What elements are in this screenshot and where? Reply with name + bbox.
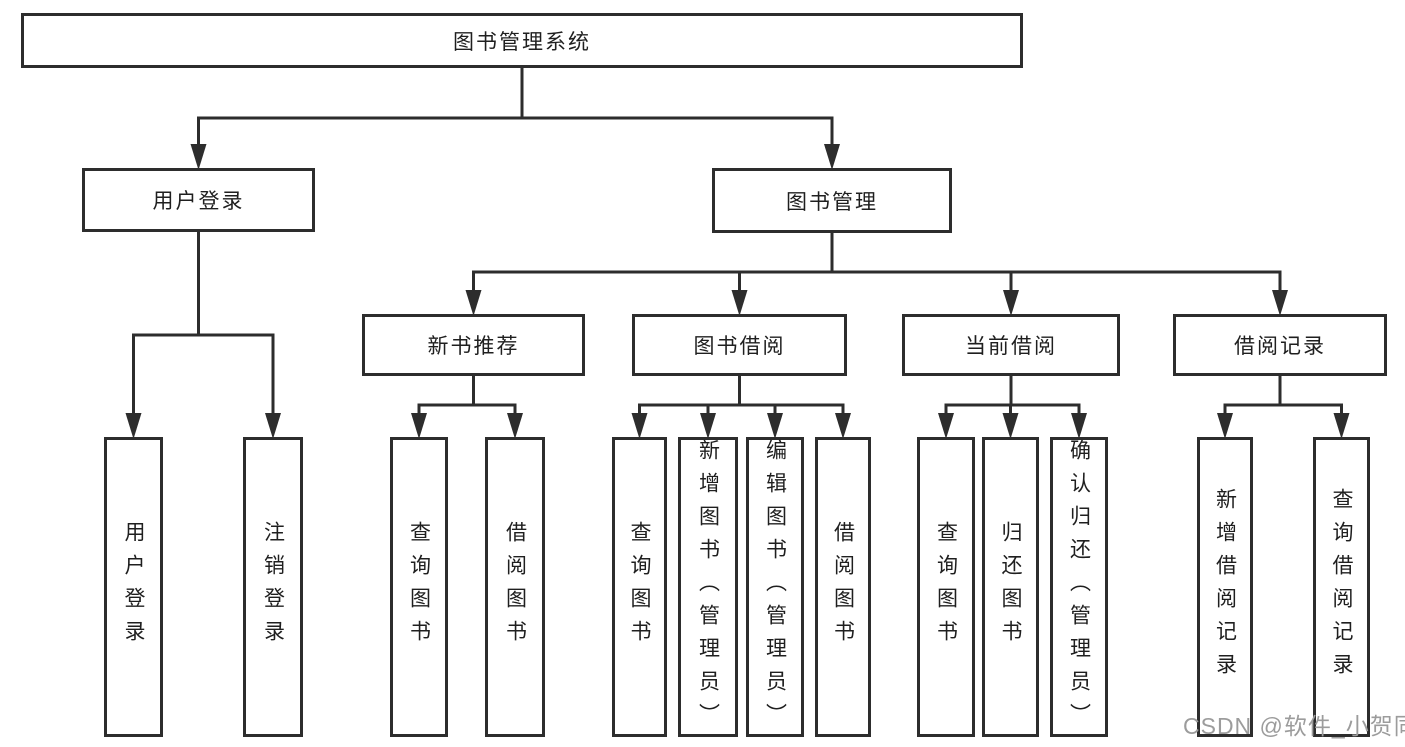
node-label: 新增图书（管理员） bbox=[696, 438, 720, 736]
node-edit-books-admin: 编辑图书（管理员） bbox=[746, 437, 804, 737]
node-label: 新增借阅记录 bbox=[1213, 488, 1237, 686]
node-logout-action: 注销登录 bbox=[243, 437, 303, 737]
node-book-management: 图书管理 bbox=[712, 168, 952, 233]
node-label: 借阅记录 bbox=[1234, 335, 1326, 358]
csdn-watermark: CSDN @软件_小贺同学 bbox=[1183, 713, 1405, 739]
node-label: 图书借阅 bbox=[693, 335, 786, 358]
node-label: 借阅图书 bbox=[831, 521, 855, 653]
node-borrow-books: 借阅图书 bbox=[815, 437, 871, 737]
node-return-books: 归还图书 bbox=[982, 437, 1039, 737]
node-current-borrowing: 当前借阅 bbox=[902, 314, 1120, 376]
node-add-books-admin: 新增图书（管理员） bbox=[678, 437, 738, 737]
node-confirm-return-admin: 确认归还（管理员） bbox=[1050, 437, 1108, 737]
node-query-books-current: 查询图书 bbox=[917, 437, 975, 737]
node-label: 用户登录 bbox=[122, 521, 145, 653]
node-user-login-action: 用户登录 bbox=[104, 437, 163, 737]
node-label: 确认归还（管理员） bbox=[1067, 438, 1091, 736]
node-label: 借阅图书 bbox=[503, 521, 527, 653]
node-new-book-recommendation: 新书推荐 bbox=[362, 314, 585, 376]
node-add-borrow-record: 新增借阅记录 bbox=[1197, 437, 1253, 737]
node-label: 编辑图书（管理员） bbox=[763, 438, 787, 736]
node-label: 新书推荐 bbox=[427, 335, 520, 358]
node-query-books-borrow: 查询图书 bbox=[612, 437, 667, 737]
node-label: 当前借阅 bbox=[965, 335, 1057, 358]
node-query-borrow-record: 查询借阅记录 bbox=[1313, 437, 1370, 737]
node-label: 图书管理系统 bbox=[453, 30, 591, 54]
node-label: 查询图书 bbox=[628, 521, 651, 653]
node-library-system: 图书管理系统 bbox=[21, 13, 1023, 68]
node-user-login: 用户登录 bbox=[82, 168, 315, 232]
node-label: 归还图书 bbox=[999, 521, 1022, 653]
node-borrowing-records: 借阅记录 bbox=[1173, 314, 1387, 376]
node-label: 查询图书 bbox=[407, 521, 431, 653]
node-label: 用户登录 bbox=[152, 190, 245, 213]
node-label: 查询图书 bbox=[934, 521, 958, 653]
node-label: 注销登录 bbox=[261, 521, 285, 653]
node-label: 查询借阅记录 bbox=[1330, 488, 1353, 686]
node-book-borrowing: 图书借阅 bbox=[632, 314, 847, 376]
node-query-books-recommend: 查询图书 bbox=[390, 437, 448, 737]
node-label: 图书管理 bbox=[786, 190, 878, 214]
node-borrow-books-recommend: 借阅图书 bbox=[485, 437, 545, 737]
